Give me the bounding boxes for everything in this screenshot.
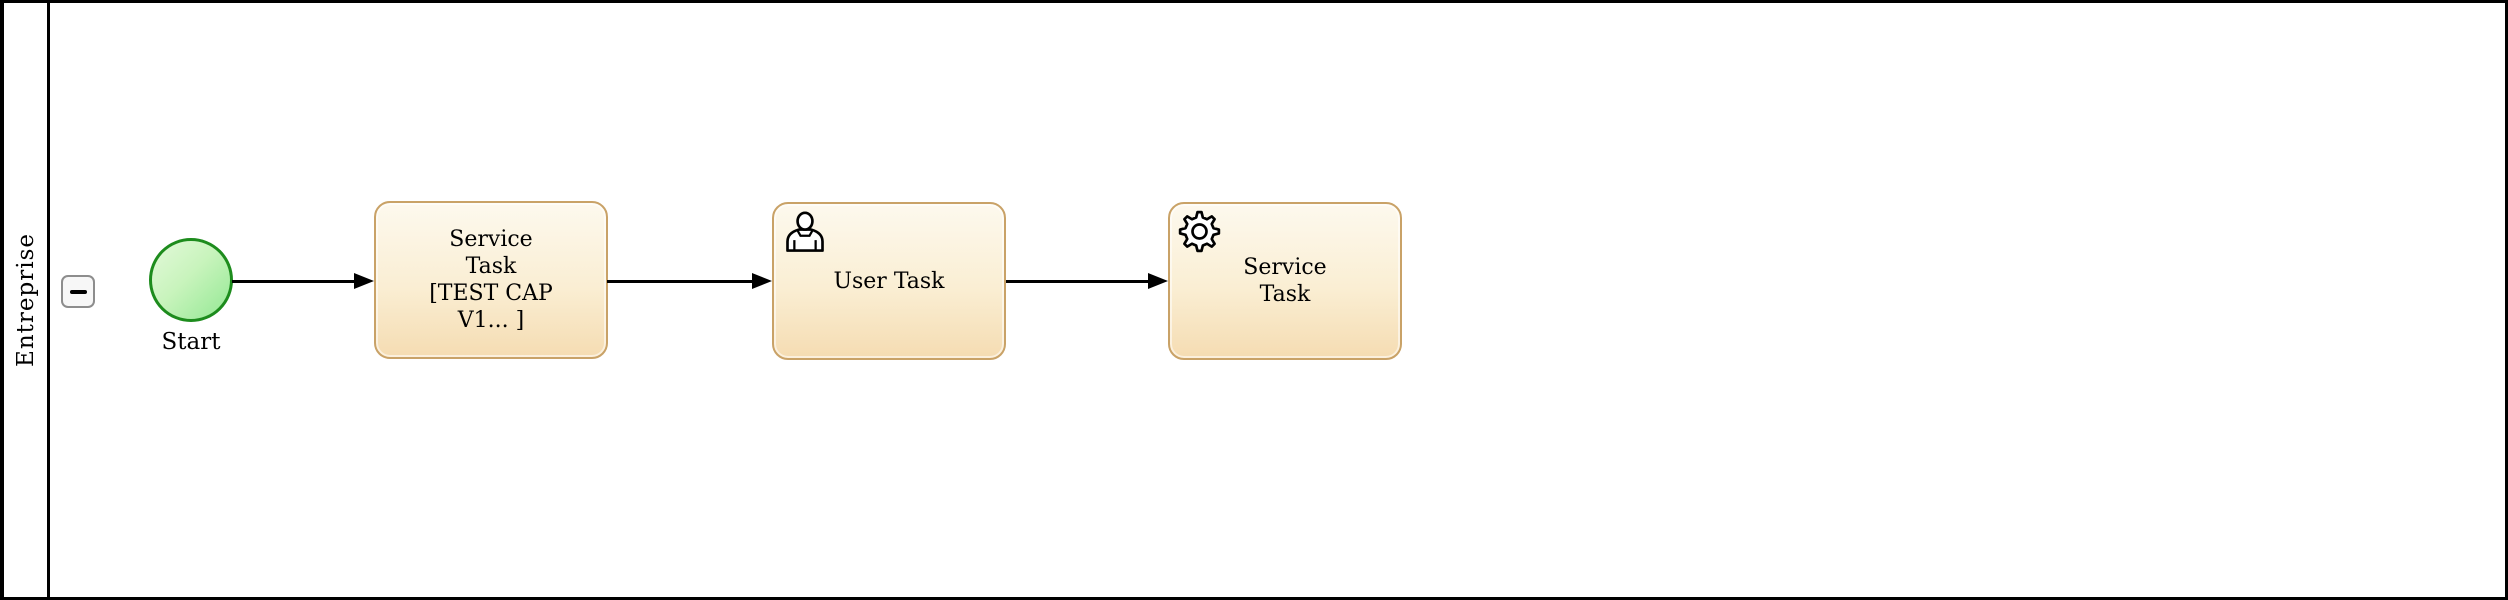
task-service-1[interactable]: Service Task [TEST CAP V1... ]	[374, 201, 608, 359]
task-label: Service Task [TEST CAP V1... ]	[429, 227, 553, 333]
start-event-label: Start	[161, 329, 221, 355]
gear-icon	[1178, 210, 1221, 253]
arrowhead-icon	[752, 273, 772, 289]
pool-collapse-button[interactable]	[61, 275, 95, 308]
sequence-flow-1[interactable]	[232, 273, 374, 290]
minus-icon	[69, 289, 87, 294]
start-event[interactable]	[149, 238, 233, 322]
task-service-2[interactable]: Service Task	[1168, 202, 1402, 360]
flow-line	[607, 280, 756, 283]
flow-line	[232, 280, 358, 283]
pool-label: Entreprise	[12, 233, 39, 367]
user-icon	[786, 211, 824, 252]
pool-label-band[interactable]: Entreprise	[4, 3, 50, 597]
task-label: User Task	[833, 268, 945, 294]
arrowhead-icon	[354, 273, 374, 289]
sequence-flow-2[interactable]	[607, 273, 772, 290]
task-label: Service Task	[1243, 255, 1327, 307]
arrowhead-icon	[1148, 273, 1168, 289]
sequence-flow-3[interactable]	[1006, 273, 1168, 290]
task-user[interactable]: User Task	[772, 202, 1006, 360]
flow-line	[1006, 280, 1152, 283]
